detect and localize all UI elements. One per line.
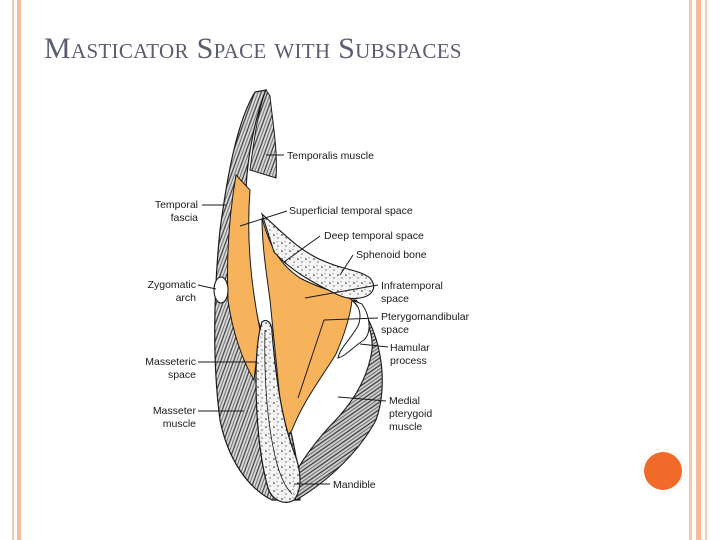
label-hamular-process: Hamular — [390, 342, 430, 354]
label-medial-pterygoid-muscle-line2: pterygoid — [389, 408, 432, 420]
label-medial-pterygoid-muscle-line3: muscle — [389, 421, 422, 433]
sphenoid-bone-shape — [260, 212, 375, 300]
decorative-stripe — [17, 0, 21, 540]
decorative-stripe — [12, 0, 14, 540]
mandible-shape — [255, 319, 301, 503]
decorative-stripe — [689, 0, 692, 540]
label-zygomatic-arch-line2: arch — [176, 292, 197, 304]
label-mandible: Mandible — [333, 479, 376, 491]
label-pterygomandibular-space: Pterygomandibular — [381, 311, 470, 323]
label-masseteric-space-line2: space — [168, 369, 196, 381]
superficial-temporal-space-shape — [226, 173, 261, 382]
decorative-stripe — [696, 0, 701, 540]
label-temporal-fascia: Temporal — [155, 199, 198, 211]
label-zygomatic-arch: Zygomatic — [148, 279, 196, 291]
label-infratemporal-space: Infratemporal — [381, 280, 443, 292]
label-masseteric-space: Masseteric — [145, 356, 196, 368]
label-temporalis-muscle: Temporalis muscle — [287, 150, 374, 162]
label-masseter-muscle: Masseter — [153, 405, 197, 417]
hamular-process-shape — [337, 299, 370, 359]
infratemporal-space-shape — [261, 217, 353, 435]
label-deep-temporal-space: Deep temporal space — [324, 230, 424, 242]
accent-circle — [641, 449, 685, 493]
zygomatic-arch-shape — [213, 276, 229, 304]
label-infratemporal-space-line2: space — [381, 293, 409, 305]
label-sphenoid-bone: Sphenoid bone — [356, 249, 427, 261]
label-superficial-temporal-space: Superficial temporal space — [289, 205, 413, 217]
label-medial-pterygoid-muscle: Medial — [389, 395, 420, 407]
label-temporal-fascia-line2: fascia — [171, 212, 199, 224]
slide-title: Masticator Space with Subspaces — [44, 32, 462, 65]
label-hamular-process-line2: process — [390, 355, 427, 367]
label-pterygomandibular-space-line2: space — [381, 324, 409, 336]
temporalis-muscle-shape — [249, 88, 277, 179]
decorative-stripe — [705, 0, 707, 540]
label-masseter-muscle-line2: muscle — [163, 418, 196, 430]
